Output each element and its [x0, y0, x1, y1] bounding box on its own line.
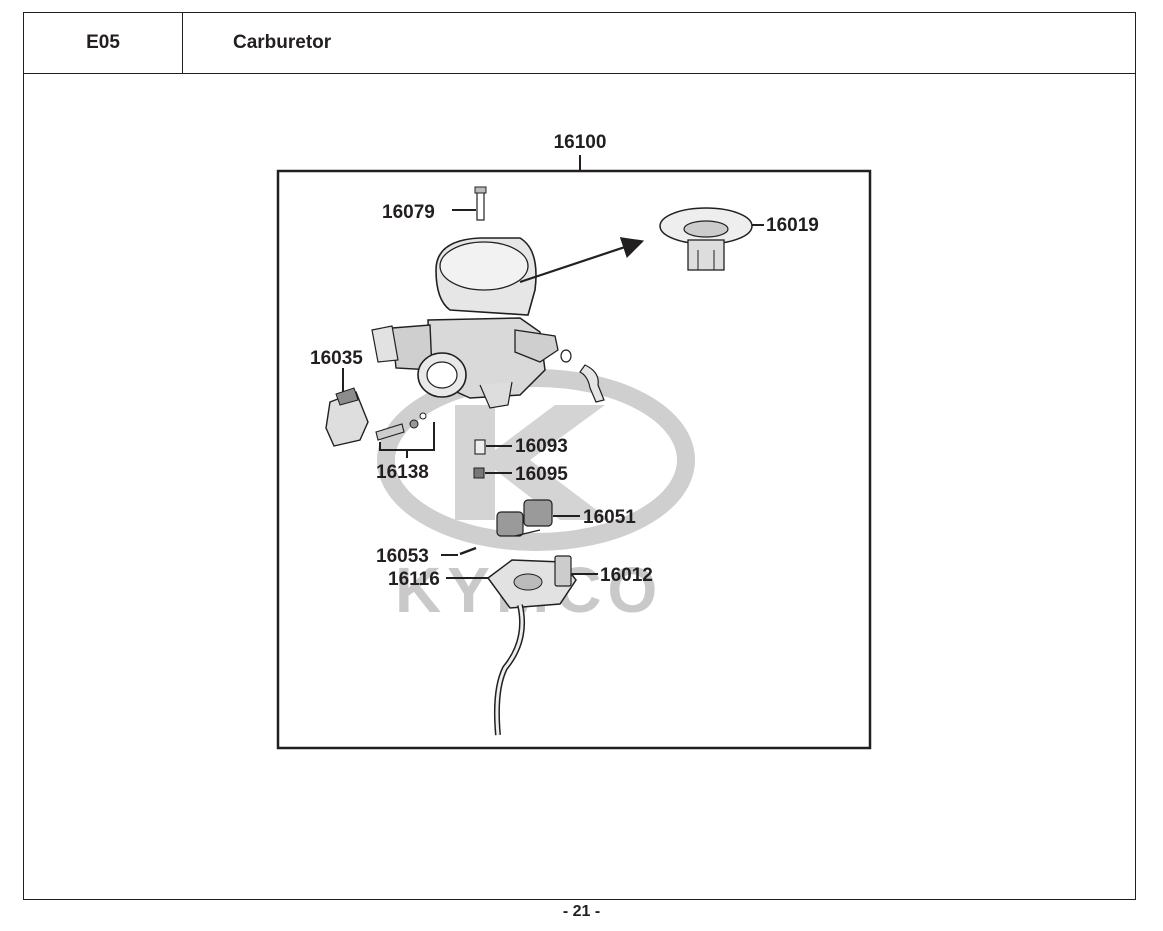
carburetor-body-drawing	[371, 237, 605, 409]
part-label-16035[interactable]: 16035	[310, 348, 363, 369]
part-label-16095[interactable]: 16095	[515, 464, 568, 485]
part-16138-drawing	[375, 412, 427, 441]
part-label-16012[interactable]: 16012	[600, 565, 653, 586]
part-16053-drawing	[459, 546, 477, 556]
part-16051-drawing	[496, 499, 553, 537]
part-label-16100[interactable]: 16100	[554, 132, 607, 153]
part-label-16019[interactable]: 16019	[766, 215, 819, 236]
part-16079-drawing	[474, 186, 487, 221]
part-16095-drawing	[473, 467, 485, 479]
assembly-frame	[276, 169, 872, 750]
catalog-page-frame: E05 Carburetor	[23, 12, 1136, 900]
part-16012-drawing	[486, 555, 577, 736]
part-label-16116[interactable]: 16116	[388, 569, 440, 590]
part-label-16079[interactable]: 16079	[382, 202, 435, 223]
part-label-16053[interactable]: 16053	[376, 546, 429, 567]
diaphragm-arrow	[519, 237, 645, 284]
section-code: E05	[24, 13, 183, 73]
part-16019-drawing	[659, 207, 753, 271]
section-title: Carburetor	[233, 32, 332, 53]
part-16035-drawing	[325, 387, 369, 447]
part-label-16138[interactable]: 16138	[376, 462, 429, 483]
part-label-16093[interactable]: 16093	[515, 436, 568, 457]
part-label-16051[interactable]: 16051	[583, 507, 636, 528]
page-number: - 21 -	[562, 903, 601, 920]
page-header: E05 Carburetor	[24, 13, 1135, 74]
part-16093-drawing	[474, 439, 486, 455]
